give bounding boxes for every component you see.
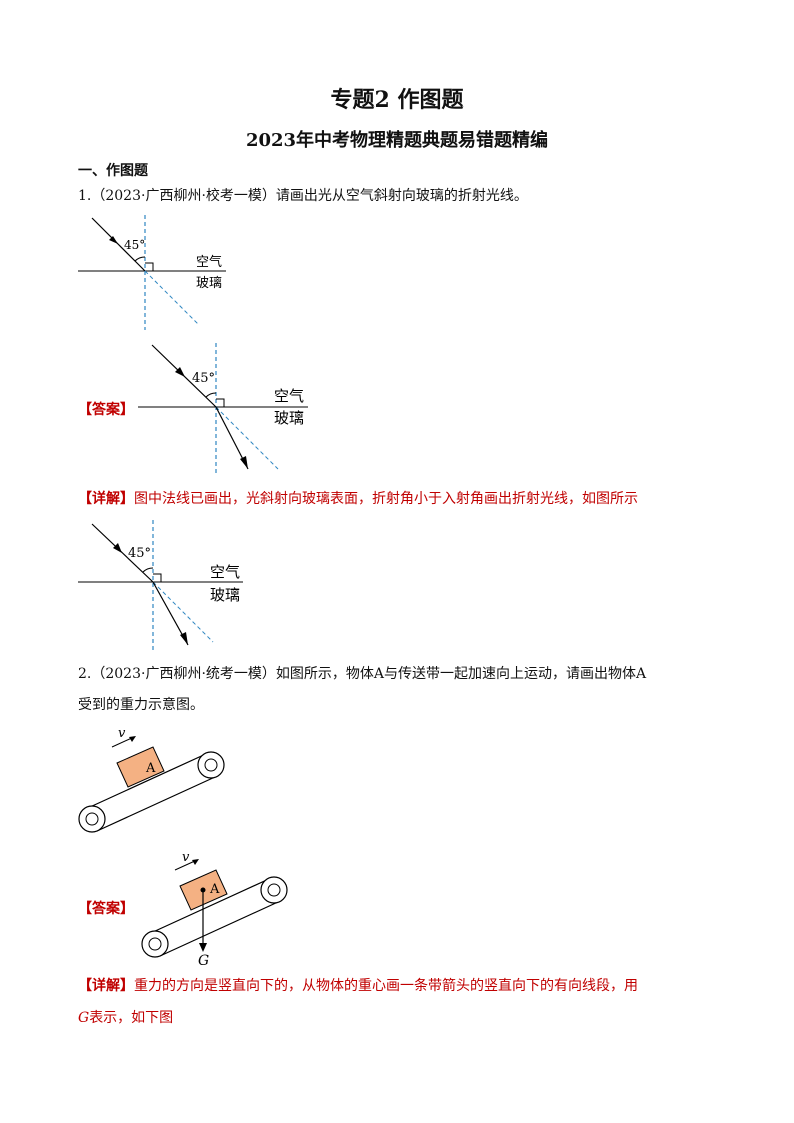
q1-text: 请画出光从空气斜射向玻璃的折射光线。 <box>275 188 528 204</box>
question-1: 1.（2023·广西柳州·校考一模）请画出光从空气斜射向玻璃的折射光线。 <box>78 186 528 206</box>
q2-text-2: 受到的重力示意图。 <box>78 697 204 713</box>
q1-detail-label: 【详解】 <box>78 491 134 507</box>
page-title: 专题2 作图题 <box>330 87 464 113</box>
q2-detail-g: G <box>78 1010 90 1026</box>
q1-detail-glass: 玻璃 <box>210 586 240 604</box>
q1-source: （2023·广西柳州·校考一模） <box>91 188 276 204</box>
q2-text-1: 如图所示，物体A与传送带一起加速向上运动，请画出物体A <box>275 666 647 682</box>
q1-answer-air: 空气 <box>274 387 304 405</box>
q2-block: A <box>145 761 156 776</box>
q2-answer-force: G <box>198 953 209 968</box>
q2-answer-figure: A G v <box>141 850 288 968</box>
q1-detail-air: 空气 <box>210 563 240 581</box>
q1-answer-glass: 玻璃 <box>274 409 304 427</box>
q2-detail-text-2: 表示，如下图 <box>89 1010 174 1026</box>
q1-glass: 玻璃 <box>196 276 222 291</box>
q1-detail-text: 图中法线已画出，光斜射向玻璃表面，折射角小于入射角画出折射光线，如图所示 <box>134 491 638 507</box>
question-2: 2.（2023·广西柳州·统考一模）如图所示，物体A与传送带一起加速向上运动，请… <box>78 664 646 684</box>
q1-detail: 【详解】图中法线已画出，光斜射向玻璃表面，折射角小于入射角画出折射光线，如图所示 <box>78 489 638 509</box>
q1-detail-figure: 45° 空气 玻璃 <box>78 520 243 650</box>
q1-air: 空气 <box>196 254 222 270</box>
q2-answer-label: 【答案】 <box>78 901 134 917</box>
q2-source: （2023·广西柳州·统考一模） <box>91 666 276 682</box>
q2-detail-text-1: 重力的方向是竖直向下的，从物体的重心画一条带箭头的竖直向下的有向线段，用 <box>134 978 638 994</box>
q1-figure: 45° 空气 玻璃 <box>78 215 226 330</box>
q1-detail-angle: 45° <box>128 546 151 561</box>
q2-detail-2: G表示，如下图 <box>78 1008 173 1028</box>
q2-number: 2. <box>78 666 92 682</box>
q2-answer-block: A <box>209 882 220 897</box>
q1-number: 1. <box>78 188 92 204</box>
page-subtitle: 2023年中考物理精题典题易错题精编 <box>245 130 549 151</box>
q1-answer-angle: 45° <box>192 371 215 386</box>
q1-angle: 45° <box>124 238 145 252</box>
q2-detail: 【详解】重力的方向是竖直向下的，从物体的重心画一条带箭头的竖直向下的有向线段，用 <box>78 976 638 996</box>
q1-answer-figure: 45° 空气 玻璃 <box>138 343 308 475</box>
q2-velocity: v <box>118 726 126 741</box>
q2-detail-label: 【详解】 <box>78 978 134 994</box>
q2-answer-velocity: v <box>182 850 190 865</box>
q2-figure: A v <box>78 726 225 833</box>
q1-answer-label: 【答案】 <box>78 402 134 418</box>
section-heading: 一、作图题 <box>78 163 148 179</box>
